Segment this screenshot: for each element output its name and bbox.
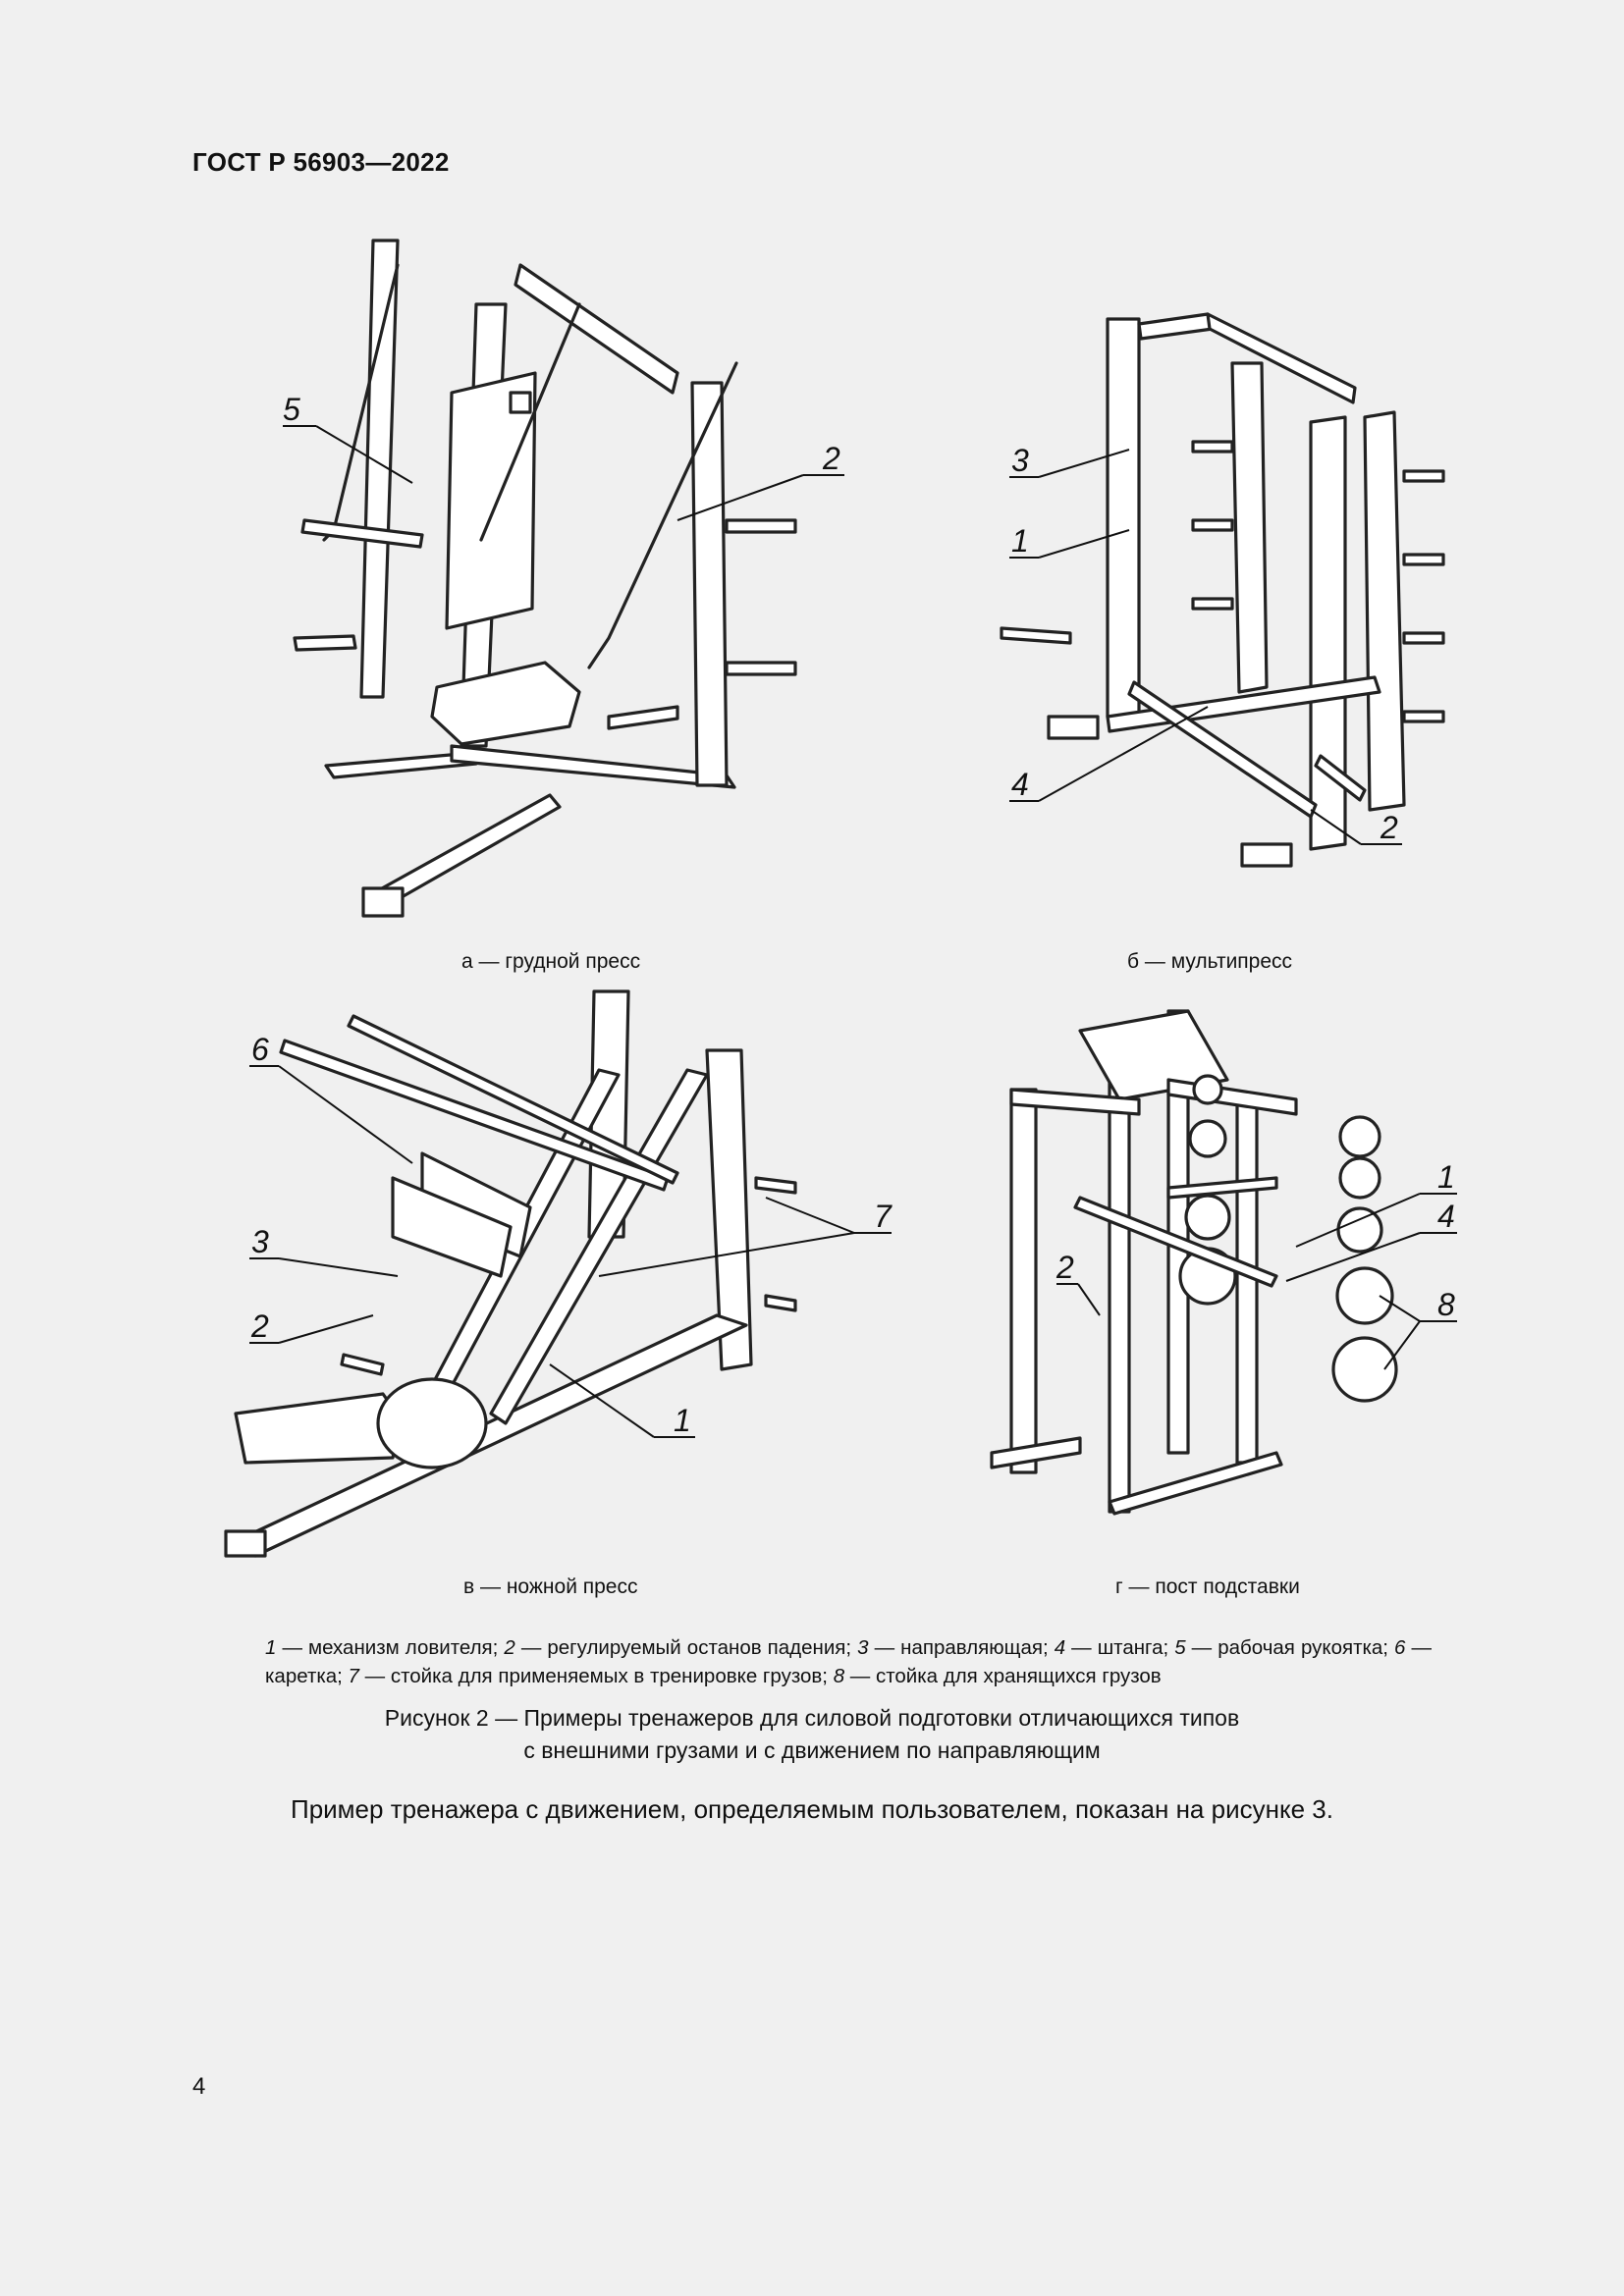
figure-legend: 1 — механизм ловителя; 2 — регулируемый … (265, 1633, 1432, 1690)
legend-num-4: 4 (1054, 1636, 1066, 1659)
figure-c-caption: в — ножной пресс (463, 1575, 638, 1598)
leg-press-drawing (224, 989, 797, 1558)
figure-title-line-2: с внешними грузами и с движением по напр… (523, 1737, 1101, 1763)
multipress-drawing (1000, 312, 1445, 868)
figure-b-caption: б — мультипресс (1127, 950, 1293, 973)
figure-d-callouts: 1 4 2 8 (1056, 1159, 1457, 1370)
callout-3: 3 (1011, 443, 1029, 478)
chest-press-drawing (293, 239, 797, 918)
legend-num-1: 1 (265, 1636, 277, 1659)
callout-1: 1 (1011, 523, 1029, 559)
callout-6: 6 (251, 1032, 269, 1067)
legend-num-2: 2 (504, 1636, 515, 1659)
callout-3: 3 (251, 1224, 269, 1259)
figure-a-callouts: 5 2 (283, 392, 844, 521)
page-number: 4 (192, 2073, 206, 2100)
legend-text-1: — механизм ловителя; (276, 1636, 505, 1659)
callout-7: 7 (874, 1199, 893, 1234)
callout-2: 2 (250, 1308, 269, 1344)
callout-1: 1 (674, 1403, 691, 1438)
body-paragraph: Пример тренажера с движением, определяем… (291, 1794, 1333, 1824)
legend-num-8: 8 (833, 1665, 845, 1687)
figure-a-chest-press: 5 2 (265, 226, 854, 942)
legend-text-4: — штанга; (1065, 1636, 1175, 1659)
legend-text-5: — рабочая рукоятка; (1185, 1636, 1395, 1659)
figure-title-line-1: Рисунок 2 — Примеры тренажеров для силов… (384, 1705, 1240, 1731)
legend-text-3: — направляющая; (868, 1636, 1055, 1659)
figure-c-leg-press: 6 3 2 7 1 (224, 982, 913, 1571)
legend-num-6: 6 (1394, 1636, 1406, 1659)
callout-1: 1 (1437, 1159, 1455, 1195)
callout-4: 4 (1011, 767, 1029, 802)
figure-b-callouts: 3 1 4 2 (1009, 443, 1402, 845)
legend-text-8: — стойка для хранящихся грузов (844, 1665, 1162, 1687)
power-rack-drawing (990, 1009, 1398, 1516)
callout-2: 2 (1056, 1250, 1074, 1285)
figure-c-callouts: 6 3 2 7 1 (249, 1032, 893, 1438)
legend-text-7: — стойка для применяемых в тренировке гр… (358, 1665, 834, 1687)
legend-num-3: 3 (857, 1636, 869, 1659)
figure-a-caption: а — грудной пресс (461, 950, 641, 973)
legend-num-5: 5 (1174, 1636, 1186, 1659)
legend-text-6: — каретка; (265, 1636, 1432, 1687)
figure-d-power-rack: 1 4 2 8 (972, 991, 1463, 1551)
figure-title: Рисунок 2 — Примеры тренажеров для силов… (192, 1702, 1432, 1767)
callout-4: 4 (1437, 1199, 1455, 1234)
figure-b-multipress: 3 1 4 2 (982, 294, 1473, 874)
legend-num-7: 7 (348, 1665, 359, 1687)
callout-2: 2 (1380, 810, 1398, 845)
legend-text-2: — регулируемый останов падения; (514, 1636, 858, 1659)
callout-5: 5 (283, 392, 300, 427)
callout-8: 8 (1437, 1287, 1455, 1322)
document-header: ГОСТ Р 56903—2022 (192, 147, 450, 177)
callout-2: 2 (822, 441, 840, 476)
figure-d-caption: г — пост подставки (1115, 1575, 1300, 1598)
